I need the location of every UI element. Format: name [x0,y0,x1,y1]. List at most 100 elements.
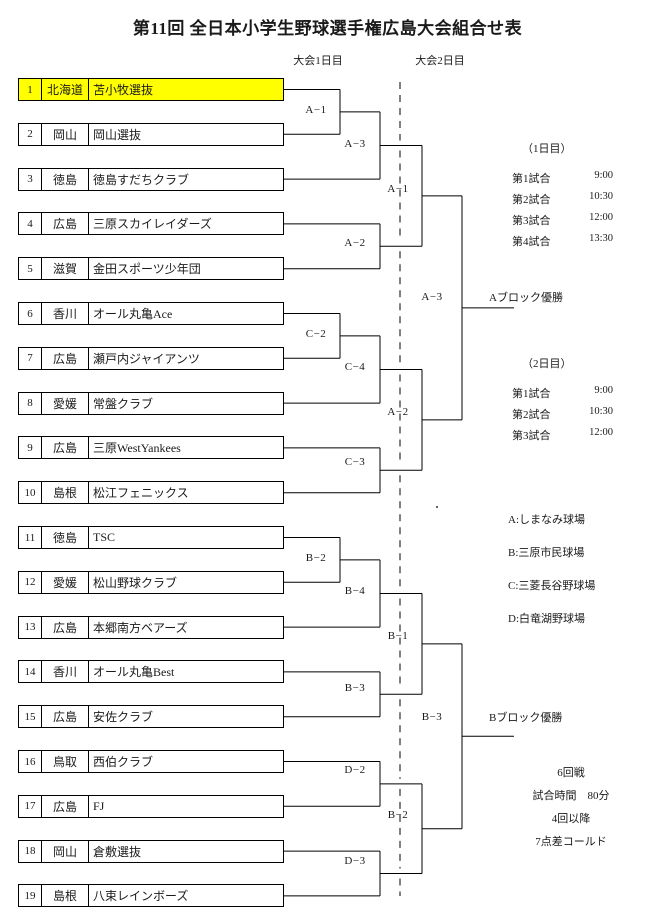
team-prefecture: 滋賀 [42,258,89,280]
match-label-m-a3-final: A−3 [421,291,443,303]
schedule-game-time: 10:30 [589,406,613,417]
team-seed-number: 3 [19,168,42,190]
schedule-game-label: 第4試合 [512,236,551,248]
rule-line: 試合時間 80分 [532,790,610,802]
match-label-m-b2-r3: B−2 [387,809,409,821]
schedule-game-label: 第3試合 [512,430,551,442]
match-label-m-c2-r1: C−2 [305,328,327,340]
match-label-m-a2-r2: A−2 [344,237,366,249]
team-name: FJ [93,798,105,813]
team-seed-number: 16 [19,751,42,772]
team-name: 瀬戸内ジャイアンツ [93,351,200,366]
team-prefecture: 広島 [42,213,89,235]
team-seed-number: 8 [19,392,42,414]
team-seed-number: 11 [19,527,42,548]
team-seed-number: 12 [19,571,42,593]
page-title: 第11回 全日本小学生野球選手権広島大会組合せ表 [132,19,523,38]
rule-line: 6回戦 [557,767,585,779]
match-label-m-b3-r2: B−3 [344,682,366,694]
team-name: 本郷南方ベアーズ [93,620,188,635]
team-prefecture: 広島 [42,795,89,817]
team-prefecture: 広島 [42,616,89,638]
schedule-game-label: 第3試合 [512,215,551,227]
schedule-game-label: 第2試合 [512,194,551,206]
team-seed-number: 17 [19,795,42,817]
team-prefecture: 広島 [42,437,89,459]
match-label-m-b3-final: B−3 [421,711,443,723]
team-name: 倉敷選抜 [93,844,142,859]
team-seed-number: 6 [19,303,42,324]
team-prefecture: 島根 [42,885,89,907]
team-name: 金田スポーツ少年団 [93,262,201,277]
team-prefecture: 愛媛 [42,392,89,414]
schedule-game-label: 第2試合 [512,409,551,421]
team-seed-number: 4 [19,213,42,235]
team-name: 西伯クラブ [93,755,154,769]
team-seed-number: 13 [19,616,42,638]
venue-line: B:三原市民球場 [508,547,585,559]
team-prefecture: 岡山 [42,123,89,145]
team-seed-number: 9 [19,437,42,459]
team-prefecture: 香川 [42,661,89,683]
team-seed-number: 1 [19,79,42,100]
team-prefecture: 広島 [42,706,89,728]
match-label-m-c3-r2: C−3 [344,456,366,468]
team-prefecture: 鳥取 [42,751,89,772]
team-name: オール丸亀Ace [93,307,173,321]
team-seed-number: 14 [19,661,42,683]
column-header-day1: 大会1日目 [293,55,343,67]
schedule-game-label: 第1試合 [512,173,551,185]
schedule-game-time: 13:30 [589,233,613,244]
team-seed-number: 15 [19,706,42,728]
team-name: オール丸亀Best [93,665,175,680]
winner-b-label: Bブロック優勝 [489,712,563,724]
match-label-m-a1-r1: A−1 [305,104,327,116]
team-name: 八束レインボーズ [93,889,189,904]
match-label-m-a3-r2: A−3 [344,138,366,150]
team-name: TSC [93,530,116,544]
schedule-game-label: 第1試合 [512,388,551,400]
schedule-game-time: 10:30 [589,191,613,202]
team-seed-number: 2 [19,123,42,145]
team-prefecture: 徳島 [42,527,89,548]
match-label-m-a2-r3: A−2 [387,406,409,418]
team-prefecture: 香川 [42,303,89,324]
team-name: 常盤クラブ [93,396,154,411]
team-name: 三原WestYankees [93,441,181,456]
column-header-day2: 大会2日目 [415,55,465,67]
team-prefecture: 広島 [42,347,89,369]
team-name: 岡山選抜 [93,127,142,142]
schedule-game-time: 9:00 [594,385,613,396]
team-seed-number: 19 [19,885,42,907]
rule-line: 4回以降 [551,813,591,825]
rule-line: 7点差コールド [535,836,607,848]
team-seed-number: 5 [19,258,42,280]
schedule-game-time: 9:00 [594,170,613,181]
team-name: 松山野球クラブ [93,575,178,590]
schedule-game-time: 12:00 [589,212,613,223]
venue-line: D:白竜湖野球場 [508,613,585,625]
venue-line: A:しまなみ球場 [508,514,585,526]
match-label-m-c4-r2: C−4 [344,361,366,373]
team-prefecture: 岡山 [42,840,89,862]
